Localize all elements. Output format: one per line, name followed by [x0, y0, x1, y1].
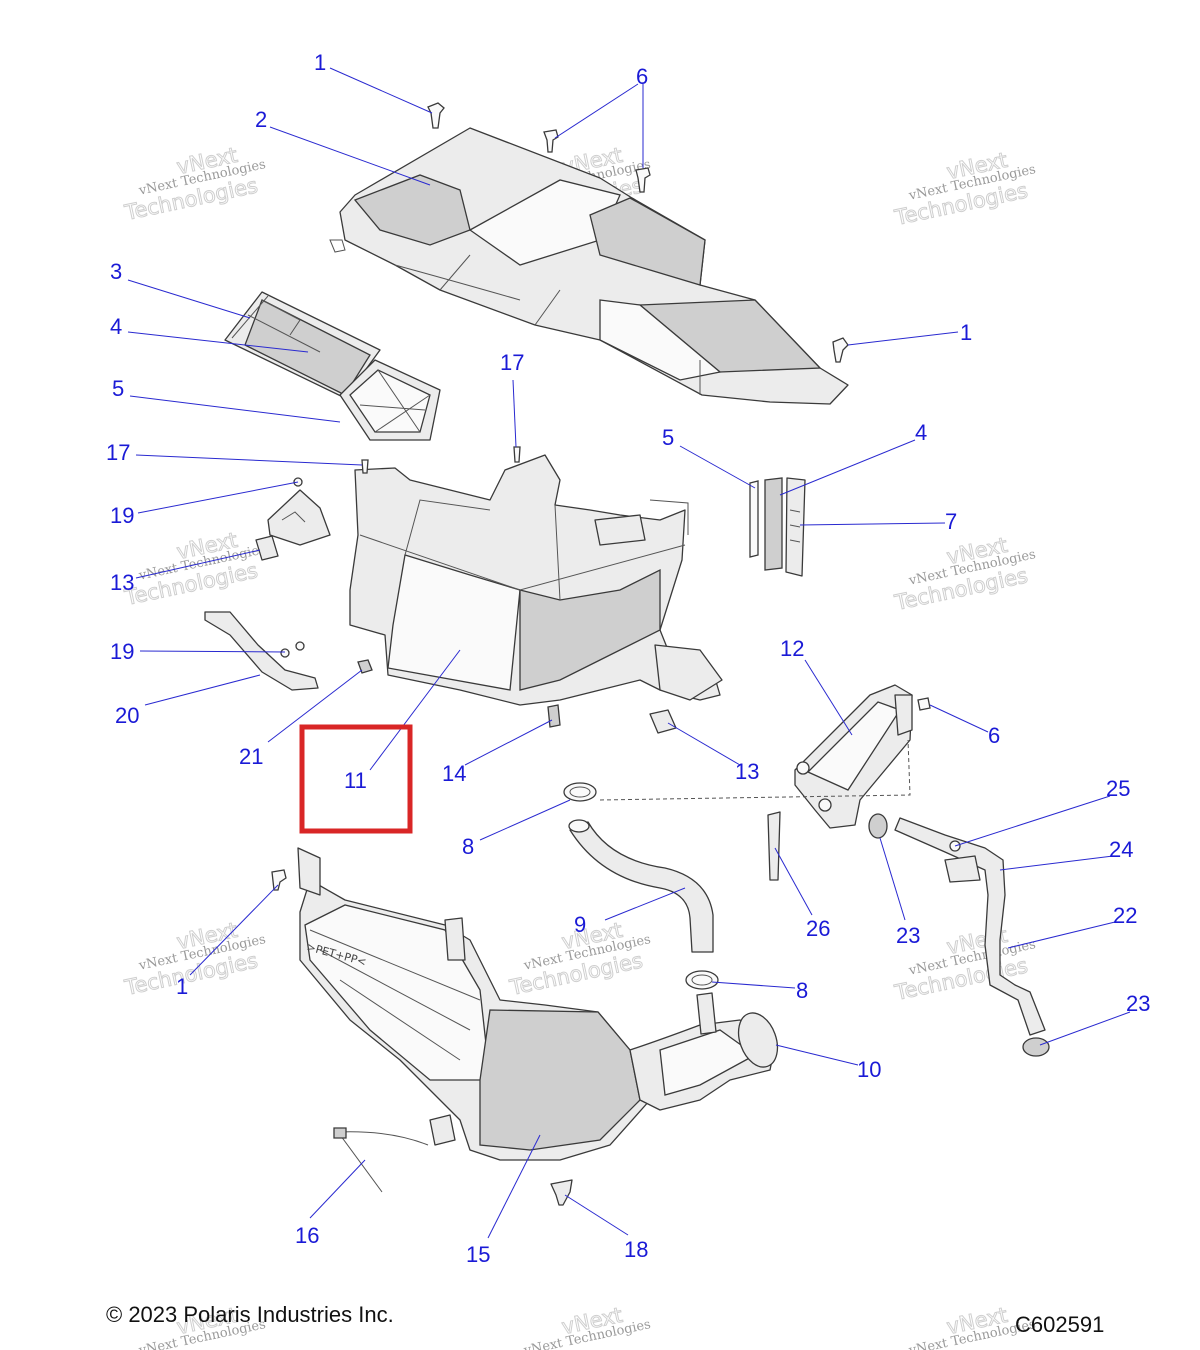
- clamp-23-lower[interactable]: [1022, 1037, 1050, 1057]
- callout-16[interactable]: 16: [295, 1223, 319, 1248]
- hose-9[interactable]: [568, 819, 714, 953]
- part-11-airbox[interactable]: [267, 454, 723, 706]
- callout-25[interactable]: 25: [1106, 776, 1130, 801]
- callout-7[interactable]: 7: [945, 509, 957, 534]
- screw-17-b[interactable]: [361, 459, 369, 474]
- callout-9[interactable]: 9: [574, 912, 586, 937]
- part-5-4-7-side-filter[interactable]: [749, 477, 806, 577]
- fastener-1-top[interactable]: [427, 102, 445, 129]
- watermark: vNext vNext Technologies Technologies: [892, 532, 1038, 615]
- callout-3[interactable]: 3: [110, 259, 122, 284]
- nut-14[interactable]: [547, 704, 561, 728]
- callout-12[interactable]: 12: [780, 636, 804, 661]
- callout-8[interactable]: 8: [462, 834, 474, 859]
- callout-18[interactable]: 18: [624, 1237, 648, 1262]
- bracket-20[interactable]: [204, 611, 319, 691]
- callout-23[interactable]: 23: [896, 923, 920, 948]
- callout-22[interactable]: 22: [1113, 903, 1137, 928]
- part-2-upper-cover[interactable]: [329, 127, 849, 405]
- fastener-1-lower[interactable]: [271, 869, 287, 891]
- leader-lines: [127, 67, 1131, 1239]
- callout-13[interactable]: 13: [735, 759, 759, 784]
- callout-17[interactable]: 17: [106, 440, 130, 465]
- grommet-21[interactable]: [357, 659, 373, 674]
- callout-6[interactable]: 6: [988, 723, 1000, 748]
- fastener-1-right[interactable]: [832, 337, 849, 363]
- callout-19[interactable]: 19: [110, 639, 134, 664]
- watermark: vNext vNext Technologies Technologies: [122, 527, 268, 610]
- callout-21[interactable]: 21: [239, 744, 263, 769]
- clip-13-left[interactable]: [255, 535, 279, 561]
- watermark: vNext vNext Technologies Technologies: [892, 147, 1038, 230]
- callout-6[interactable]: 6: [636, 64, 648, 89]
- strap-26[interactable]: [767, 811, 781, 881]
- fastener-6-top-b[interactable]: [635, 167, 651, 193]
- clamp-8-upper[interactable]: [563, 782, 597, 802]
- fastener-6-top-a[interactable]: [543, 129, 559, 153]
- callout-15[interactable]: 15: [466, 1242, 490, 1267]
- tube-22-24-25[interactable]: [894, 817, 1046, 1036]
- watermark: vNext vNext Technologies: [522, 1302, 652, 1350]
- part-3-4-5-filter-assembly[interactable]: [224, 291, 441, 441]
- clip-13-right[interactable]: [649, 709, 677, 734]
- clamp-8-lower[interactable]: [685, 970, 719, 990]
- callout-13[interactable]: 13: [110, 570, 134, 595]
- part-12-resonator[interactable]: [794, 684, 913, 829]
- screw-19-b[interactable]: [280, 641, 305, 658]
- callout-20[interactable]: 20: [115, 703, 139, 728]
- callout-2[interactable]: 2: [255, 107, 267, 132]
- diagram-code: C602591: [1015, 1312, 1104, 1337]
- part-15-intake-duct[interactable]: >PET+PP<: [297, 847, 651, 1161]
- callout-23[interactable]: 23: [1126, 991, 1150, 1016]
- callout-24[interactable]: 24: [1109, 837, 1133, 862]
- callout-14[interactable]: 14: [442, 761, 466, 786]
- copyright-text: © 2023 Polaris Industries Inc.: [106, 1302, 394, 1327]
- callout-labels: 1 6 2 3 4 5 1 17 17 5 4 19 7 13 12 19 6 …: [106, 50, 1150, 1267]
- callout-4[interactable]: 4: [110, 314, 122, 339]
- callout-11[interactable]: 11: [344, 768, 367, 793]
- rivet-18[interactable]: [550, 1179, 573, 1206]
- callout-8[interactable]: 8: [796, 978, 808, 1003]
- callout-17[interactable]: 17: [500, 350, 524, 375]
- callout-1[interactable]: 1: [176, 974, 188, 999]
- callout-10[interactable]: 10: [857, 1057, 881, 1082]
- screw-6-right[interactable]: [917, 697, 931, 711]
- callout-19[interactable]: 19: [110, 503, 134, 528]
- callout-5[interactable]: 5: [112, 376, 124, 401]
- callout-4[interactable]: 4: [915, 420, 927, 445]
- watermark: vNext vNext Technologies Technologies: [122, 142, 268, 225]
- callout-5[interactable]: 5: [662, 425, 674, 450]
- callout-26[interactable]: 26: [806, 916, 830, 941]
- alignment-lines: [599, 739, 911, 801]
- clamp-23-upper[interactable]: [868, 813, 888, 839]
- callout-1[interactable]: 1: [314, 50, 326, 75]
- highlight-box-11: [299, 724, 413, 834]
- watermark: vNext vNext Technologies Technologies: [122, 917, 268, 1000]
- callout-1[interactable]: 1: [960, 320, 972, 345]
- part-10-outlet-tube[interactable]: [629, 992, 784, 1111]
- cable-tie-16[interactable]: [333, 1127, 429, 1193]
- screw-17-a[interactable]: [513, 446, 521, 463]
